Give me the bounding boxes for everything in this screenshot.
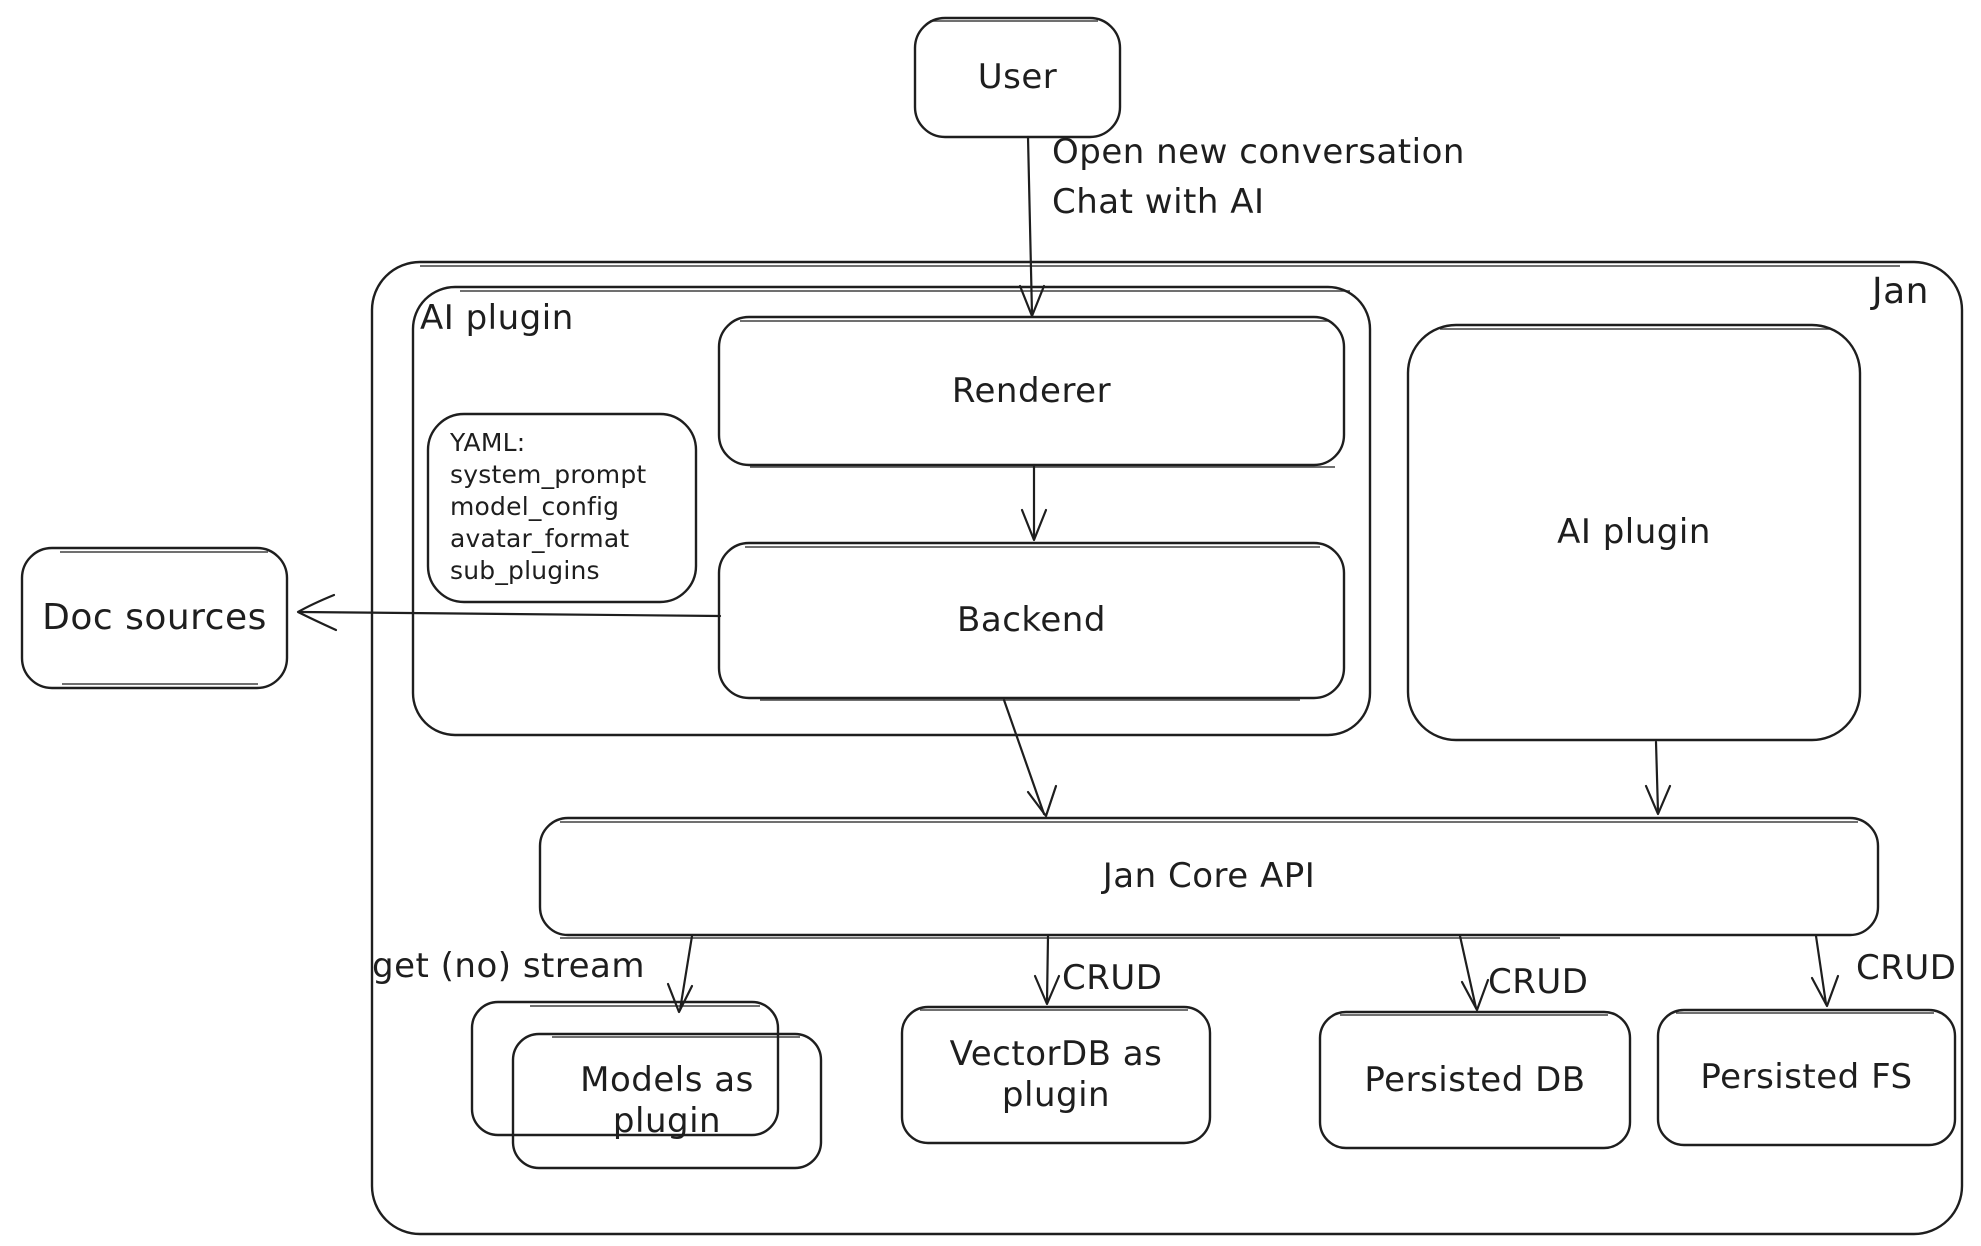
arrow-api-to-persisted-db [1458,934,1490,1012]
renderer-box [717,315,1346,467]
arrow-api-to-models-as-plugin [666,934,694,1014]
user-box [913,16,1122,139]
ai-plugin-left-container-box [411,285,1372,737]
vectordb-as-plugin-label: VectorDB as plugin [902,1007,1210,1143]
models-as-plugin-line: plugin [612,1101,722,1141]
models-as-plugin-label: Models as plugin [513,1034,821,1168]
jan-container-label: Jan [1872,271,1929,312]
models-as-plugin-back-box [470,1000,780,1137]
user-label: User [977,57,1058,98]
models-as-plugin-line: Models as [580,1060,754,1101]
persisted-fs-label: Persisted FS [1700,1057,1913,1098]
sketch-double-strokes [60,20,1934,1038]
jan-core-api-label: Jan Core API [1102,856,1316,897]
get-no-stream-edge-label: get (no) stream [372,946,645,986]
edge-label-line: Open new conversation [1052,132,1465,172]
yaml-note-line: YAML: [450,428,526,457]
models-as-plugin-box [511,1032,823,1170]
backend-box [717,541,1346,700]
arrow-backend-to-doc-sources [296,593,722,632]
ai-plugin-right-box [1406,323,1862,742]
renderer-label: Renderer [951,370,1112,411]
crud-persisted-db-edge-label: CRUD [1488,962,1589,1002]
vectordb-line: VectorDB as [949,1034,1163,1075]
ai-plugin-left-label: AI plugin [420,298,574,338]
persisted-db-box [1318,1010,1632,1150]
backend-label: Backend [957,600,1106,641]
arrow-user-to-renderer [1018,135,1046,318]
vectordb-as-plugin-box [900,1005,1212,1145]
edge-label-line: Chat with AI [1052,182,1265,222]
vectordb-line: plugin [1001,1075,1111,1115]
doc-sources-label: Doc sources [42,597,267,639]
yaml-note-line: avatar_format [450,524,630,553]
doc-sources-box [20,546,289,690]
yaml-note-line: model_config [450,492,620,521]
arrow-api-to-persisted-fs [1810,934,1840,1008]
jan-container-box [370,260,1964,1236]
yaml-note-line: sub_plugins [450,556,600,585]
arrow-renderer-to-backend [1020,463,1048,542]
crud-persisted-fs-edge-label: CRUD [1856,948,1957,988]
persisted-fs-box [1656,1008,1957,1147]
yaml-note-line: system_prompt [450,460,647,489]
crud-vectordb-edge-label: CRUD [1062,958,1163,998]
arrow-backend-to-jan-core-api [1002,698,1058,818]
ai-plugin-right-label: AI plugin [1557,512,1711,553]
arrow-ai-plugin-right-to-jan-core-api [1644,740,1672,816]
persisted-db-label: Persisted DB [1364,1059,1586,1100]
arrow-api-to-vectordb [1033,934,1061,1006]
yaml-note-box [426,412,698,604]
jan-core-api-box [538,816,1880,937]
